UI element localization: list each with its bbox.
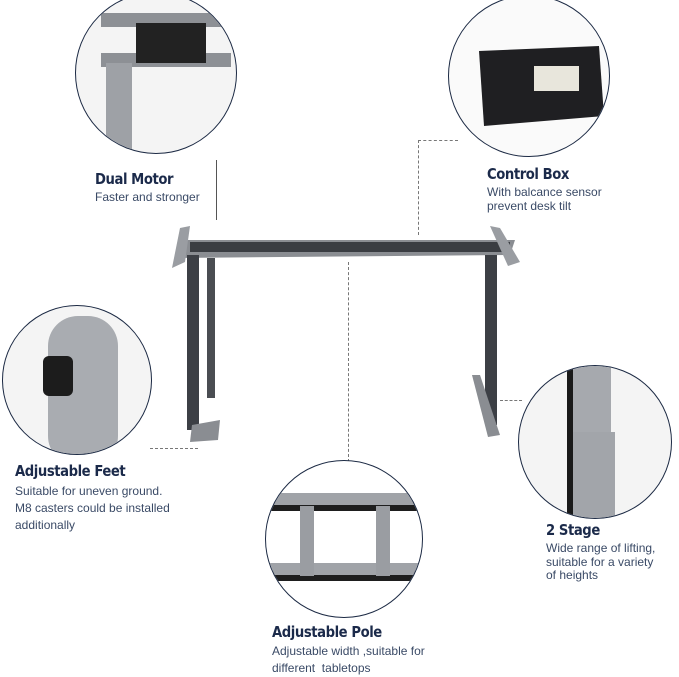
feature-desc-adjustable-feet: Suitable for uneven ground. M8 casters c… (15, 483, 170, 534)
adjustable-pole-closeup (265, 460, 423, 618)
dual-motor-closeup (75, 0, 237, 154)
desc-line: Adjustable width ,suitable for (272, 644, 425, 658)
desc-line: Faster and stronger (95, 190, 200, 204)
feature-title-adjustable-pole: Adjustable Pole (272, 623, 382, 641)
feature-title-2-stage: 2 Stage (546, 521, 600, 539)
feature-title-dual-motor: Dual Motor (95, 170, 174, 188)
feature-title-control-box: Control Box (487, 165, 569, 183)
feature-desc-dual-motor: Faster and stronger (95, 189, 200, 206)
desc-line: different tabletops (272, 661, 371, 675)
control-box-closeup (448, 0, 610, 157)
feature-desc-control-box: With balcance sensor prevent desk tilt (487, 185, 602, 213)
desc-line: of heights (546, 568, 599, 582)
desc-line: Wide range of lifting, (546, 541, 656, 555)
desc-line: suitable for a variety (546, 554, 654, 569)
feature-title-adjustable-feet: Adjustable Feet (15, 462, 126, 480)
feature-desc-adjustable-pole: Adjustable width ,suitable for different… (272, 643, 425, 677)
desc-line: M8 casters could be installed (15, 501, 170, 515)
desc-line: prevent desk tilt (487, 199, 572, 213)
feature-desc-2-stage: Wide range of lifting, suitable for a va… (546, 541, 656, 583)
two-stage-closeup (518, 365, 672, 519)
desc-line: Suitable for uneven ground. (15, 484, 163, 498)
desc-line: With balcance sensor (487, 185, 602, 199)
desc-line: additionally (15, 518, 76, 532)
adjustable-feet-closeup (2, 305, 152, 455)
